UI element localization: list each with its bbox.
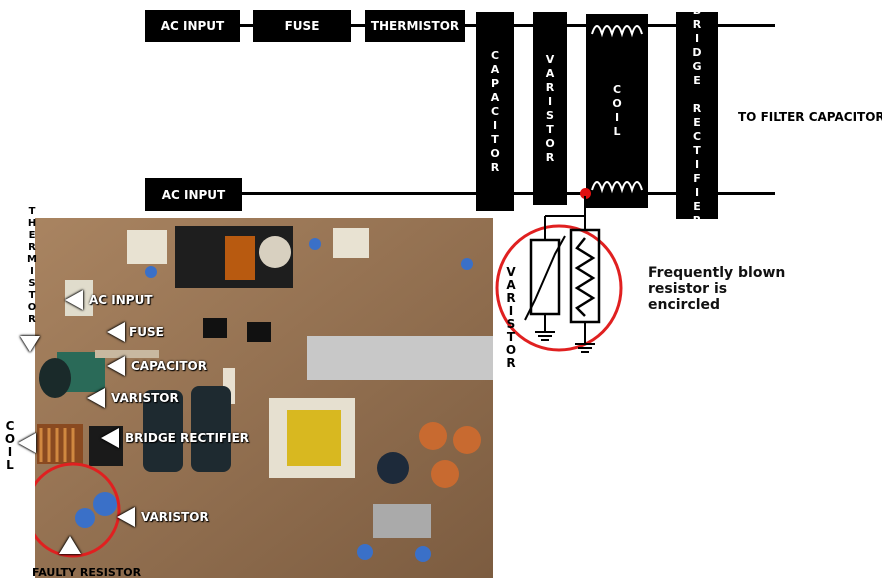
junction-dot [580,188,591,199]
bridge-rectifier-letter: T [693,143,701,157]
coil-letter: O [612,97,622,110]
bridge-rectifier-pointer-icon [101,428,119,448]
coil-pointer-icon [18,433,36,453]
photo-fuse-label: FUSE [129,325,164,339]
pcb-photo: AC INPUT FUSE CAPACITOR VARISTOR BRIDGE … [35,218,493,578]
varistor-letter: A [545,66,555,80]
thermistor-photo-letter: E [28,230,36,241]
coil-photo-letter: L [6,458,14,472]
bridge-rectifier-letter: R [692,213,702,227]
coil-winding-top-icon [591,25,643,38]
photo-capacitor-label: CAPACITOR [131,359,207,373]
varistor-pointer-icon [87,388,105,408]
coil-letter: C [612,83,622,96]
ac-input-pointer-icon [65,290,83,310]
varistor-side-letter: V [506,265,516,279]
top-fuse-block: FUSE [253,10,351,42]
bridge-rectifier-letter: G [692,59,702,73]
bridge-rectifier-letter: R [692,101,702,115]
varistor-side-letter: I [508,304,514,318]
capacitor-letter: C [490,48,500,62]
coil-photo-letter: C [5,419,15,433]
faulty-resistor-label: FAULTY RESISTOR [32,566,142,579]
varistor-side-letter: A [506,278,516,292]
fuse-pointer-icon [107,322,125,342]
varistor-2-pointer-icon [117,507,135,527]
bridge-rectifier-letter: F [693,171,701,185]
capacitor-pointer-icon [107,356,125,376]
capacitor-letter: R [490,160,500,174]
varistor-letter: T [546,122,554,136]
bridge-rectifier-letter: I [694,185,700,199]
bridge-rectifier-letter: D [692,45,702,59]
bottom-wire [145,192,775,195]
varistor-side-letter: S [506,317,516,331]
thermistor-photo-letter: R [28,314,36,325]
bottom-ac-input-label: AC INPUT [161,187,226,202]
capacitor-letter: A [490,62,500,76]
varistor-side-letter: O [505,343,517,357]
bridge-rectifier-letter: E [693,73,701,87]
pcb-board-illustration [35,218,493,578]
bridge-rectifier-letter: B [692,3,702,17]
thermistor-pointer-icon [20,336,40,352]
top-thermistor-block: THERMISTOR [365,10,465,42]
varistor-resistor-schematic [495,196,623,353]
capacitor-letter: P [490,76,500,90]
varistor-letter: S [546,108,554,122]
capacitor-letter: I [492,118,498,132]
photo-varistor-label-2: VARISTOR [141,510,209,524]
thermistor-photo-letter: I [30,266,34,277]
capacitor-letter: C [490,104,500,118]
varistor-letter: R [545,80,555,94]
photo-bridge-rectifier-label: BRIDGE RECTIFIER [125,431,250,445]
top-ac-input-label: AC INPUT [160,19,225,33]
bridge-rectifier-letter [695,88,699,102]
bridge-rectifier-letter: R [692,17,702,31]
photo-ac-input-label: AC INPUT [89,293,153,307]
varistor-side-letter: T [506,330,516,344]
capacitor-letter: T [491,132,499,146]
thermistor-photo-letter: H [27,218,37,229]
coil-photo-letter: I [7,445,13,459]
bottom-ac-input-block: AC INPUT [145,178,242,211]
varistor-side-letter: R [506,291,516,305]
thermistor-photo-letter: S [28,278,36,289]
thermistor-photo-letter: T [28,206,36,217]
capacitor-letter: A [490,90,500,104]
bridge-rectifier-letter: C [692,129,702,143]
bridge-rectifier-letter: E [693,115,701,129]
to-filter-capacitor-label: TO FILTER CAPACITOR [738,110,882,124]
coil-photo-letter: O [4,432,16,446]
coil-letter: L [613,125,621,138]
top-ac-input-block: AC INPUT [145,10,240,42]
bridge-rectifier-letter: I [694,157,700,171]
capacitor-letter: O [490,146,500,160]
photo-varistor-label-1: VARISTOR [111,391,179,405]
bridge-rectifier-letter: I [694,31,700,45]
varistor-letter: O [545,136,555,150]
blown-resistor-note: Frequently blown resistor is encircled [648,265,786,313]
top-fuse-label: FUSE [284,19,320,33]
thermistor-photo-letter: M [27,254,37,265]
thermistor-photo-letter: R [28,242,36,253]
bridge-rectifier-letter: E [693,199,701,213]
varistor-side-letter: R [506,356,516,370]
varistor-letter: I [547,94,553,108]
varistor-letter: R [545,150,555,164]
varistor-letter: V [545,52,555,66]
thermistor-photo-letter: T [28,290,36,301]
thermistor-photo-letter: O [27,302,37,313]
coil-letter: I [614,111,620,124]
top-thermistor-label: THERMISTOR [370,19,460,33]
faulty-resistor-pointer-icon [59,536,81,554]
coil-winding-bottom-icon [591,181,643,194]
